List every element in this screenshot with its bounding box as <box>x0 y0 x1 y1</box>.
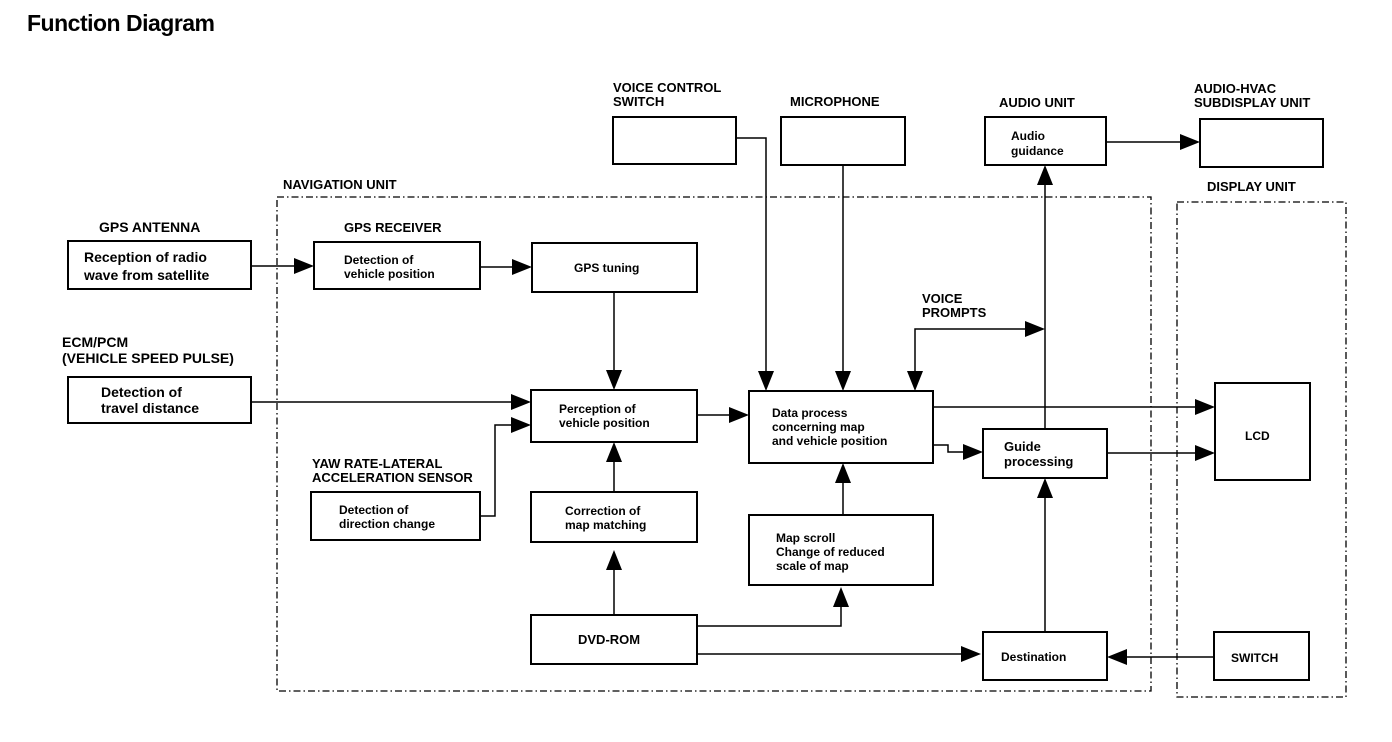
perception-text: Perception of <box>559 402 637 416</box>
guide-processing-box <box>982 428 1108 479</box>
arrowhead-right <box>729 407 749 423</box>
connector-dvd-to-map-scroll <box>697 605 842 627</box>
arrowhead-left <box>1107 649 1127 665</box>
subdisplay-box <box>1199 118 1324 168</box>
travel-distance-text: travel distance <box>101 400 199 416</box>
navigation-unit-frame <box>276 196 1152 692</box>
microphone-box <box>780 116 906 166</box>
audio-guidance-box <box>984 116 1107 166</box>
gps-tuning-text: GPS tuning <box>574 261 639 275</box>
gps-tuning-box <box>531 242 698 293</box>
connectors <box>251 137 1214 658</box>
audio-hvac-label: AUDIO-HVAC <box>1194 81 1277 96</box>
dvd-rom-text: DVD-ROM <box>578 632 640 647</box>
switch-box <box>1213 631 1310 681</box>
guide-processing-text: processing <box>1004 454 1073 469</box>
arrowhead-right <box>1195 399 1215 415</box>
arrowhead-up <box>606 442 622 462</box>
direction-change-text: direction change <box>339 517 435 531</box>
map-scroll-text: Map scroll <box>776 531 835 545</box>
map-matching-box <box>530 491 698 543</box>
map-scroll-box <box>748 514 934 586</box>
travel-distance-box <box>67 376 252 424</box>
audio-guidance-text: Audio <box>1011 129 1045 143</box>
reception-text: Reception of radio <box>84 249 207 265</box>
voice-control-switch-label: VOICE CONTROL <box>613 80 721 95</box>
data-process-text: Data process <box>772 406 848 420</box>
gps-receiver-label: GPS RECEIVER <box>344 220 442 235</box>
ecm-pcm-label: (VEHICLE SPEED PULSE) <box>62 350 234 366</box>
arrowhead-up <box>606 550 622 570</box>
map-matching-text: map matching <box>565 518 646 532</box>
voice-prompts-label: VOICE <box>922 291 963 306</box>
arrowheads <box>294 134 1215 665</box>
detection-position-text: Detection of <box>344 253 414 267</box>
gps-antenna-label: GPS ANTENNA <box>99 219 200 235</box>
arrowhead-right <box>511 417 531 433</box>
display-unit-label: DISPLAY UNIT <box>1207 179 1296 194</box>
arrowhead-right <box>961 646 981 662</box>
arrowhead-down <box>907 371 923 391</box>
ecm-pcm-label: ECM/PCM <box>62 334 128 350</box>
connector-voice-switch-to-data-process <box>736 137 767 373</box>
switch-text: SWITCH <box>1231 651 1278 665</box>
audio-unit-label: AUDIO UNIT <box>999 95 1075 110</box>
lcd-box <box>1214 382 1311 481</box>
reception-box <box>67 240 252 290</box>
arrowhead-right <box>1025 321 1045 337</box>
data-process-text: concerning map <box>772 420 865 434</box>
perception-text: vehicle position <box>559 416 650 430</box>
boxes <box>67 116 1324 681</box>
box-labels: Reception of radio wave from satellite D… <box>83 129 1278 665</box>
audio-hvac-label: SUBDISPLAY UNIT <box>1194 95 1310 110</box>
travel-distance-text: Detection of <box>101 384 182 400</box>
heading-labels: VOICE CONTROL SWITCH MICROPHONE AUDIO UN… <box>62 80 1310 485</box>
detection-position-text: vehicle position <box>344 267 435 281</box>
yaw-rate-label: ACCELERATION SENSOR <box>312 470 473 485</box>
microphone-label: MICROPHONE <box>790 94 880 109</box>
arrowhead-right <box>294 258 314 274</box>
lcd-text: LCD <box>1245 429 1270 443</box>
arrowhead-right <box>511 394 531 410</box>
guide-processing-text: Guide <box>1004 439 1041 454</box>
arrowhead-down <box>835 371 851 391</box>
arrowhead-down <box>606 370 622 390</box>
data-process-box <box>748 390 934 464</box>
map-scroll-text: scale of map <box>776 559 849 573</box>
direction-change-text: Detection of <box>339 503 409 517</box>
arrowhead-down <box>758 371 774 391</box>
direction-change-box <box>310 491 481 541</box>
detection-position-box <box>313 241 481 290</box>
page-title: Function Diagram <box>27 10 215 36</box>
perception-box <box>530 389 698 443</box>
arrowhead-right <box>963 444 983 460</box>
reception-text: wave from satellite <box>83 267 209 283</box>
arrowhead-up <box>835 463 851 483</box>
display-unit-frame <box>1176 201 1347 698</box>
navigation-unit-label: NAVIGATION UNIT <box>283 177 397 192</box>
connector-data-process-to-guide <box>933 444 965 453</box>
arrowhead-up <box>833 587 849 607</box>
arrowhead-right <box>1180 134 1200 150</box>
dvd-rom-box <box>530 614 698 665</box>
voice-control-switch-box <box>612 116 737 165</box>
destination-text: Destination <box>1001 650 1066 664</box>
audio-guidance-text: guidance <box>1011 144 1064 158</box>
connector-direction-to-perception <box>480 424 513 517</box>
arrowhead-right <box>1195 445 1215 461</box>
map-matching-text: Correction of <box>565 504 641 518</box>
destination-box <box>982 631 1108 681</box>
arrowhead-up <box>1037 478 1053 498</box>
arrowhead-right <box>512 259 532 275</box>
voice-control-switch-label: SWITCH <box>613 94 664 109</box>
map-scroll-text: Change of reduced <box>776 545 885 559</box>
voice-prompts-label: PROMPTS <box>922 305 987 320</box>
yaw-rate-label: YAW RATE-LATERAL <box>312 456 443 471</box>
arrowhead-up <box>1037 165 1053 185</box>
data-process-text: and vehicle position <box>772 434 887 448</box>
connector-voice-prompts <box>914 328 1027 373</box>
